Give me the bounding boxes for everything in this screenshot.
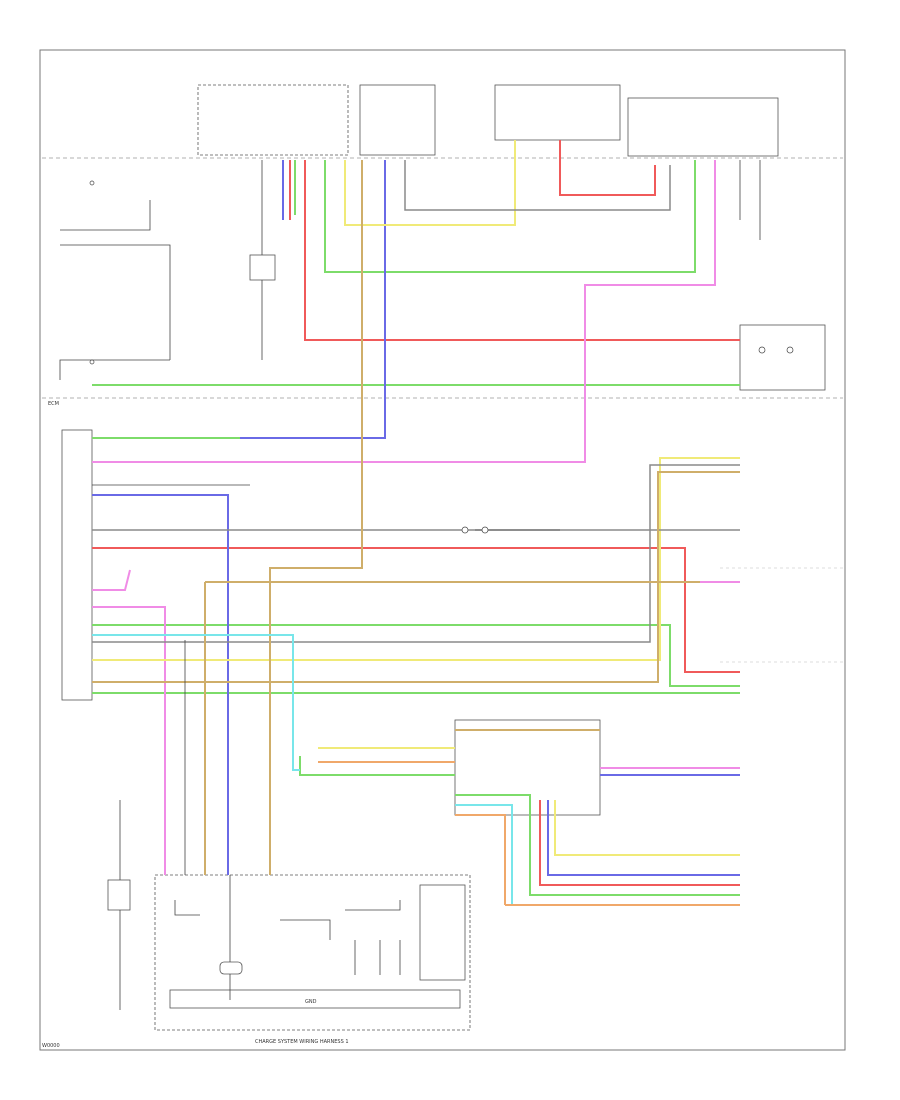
wire-group	[92, 140, 740, 906]
wire-red-4	[92, 547, 740, 673]
ecu-label: ECM	[48, 401, 59, 407]
wire-red-2	[304, 160, 740, 341]
left-sensor	[107, 879, 131, 911]
sensor-wire-3	[59, 359, 170, 380]
ecu-relay-block	[627, 97, 779, 157]
wire-pink-5	[92, 569, 131, 591]
control-switch-box	[739, 324, 826, 391]
bottom-caption: CHARGE SYSTEM WIRING HARNESS 1	[255, 1039, 349, 1045]
ground-bar	[169, 989, 461, 1009]
wire-blue-2	[240, 160, 386, 439]
wire-cyan-1	[92, 634, 300, 771]
wire-blue-4	[547, 800, 740, 876]
node	[461, 526, 469, 534]
wire-pink-1	[92, 160, 716, 463]
ecm-connector	[61, 429, 93, 701]
wire-red-3	[559, 140, 656, 196]
wire-blue-3	[92, 494, 229, 875]
wire-orange-1	[455, 814, 506, 905]
wire-green-8	[455, 794, 740, 896]
node	[89, 180, 95, 186]
diagram-frame	[39, 49, 846, 1051]
node	[89, 359, 95, 365]
wire-yellow-4	[554, 800, 740, 856]
footer-code: W0000	[42, 1043, 60, 1049]
wire-yellow-1	[344, 140, 516, 226]
fuse-block-mid	[359, 84, 436, 156]
junction-block	[454, 719, 601, 816]
sensor-wire-2	[60, 244, 171, 360]
wire-tan-1	[269, 160, 363, 875]
wire-yellow-2	[92, 457, 740, 661]
node-group	[89, 180, 794, 534]
wire-green-7	[299, 756, 455, 776]
fuse-block-left	[197, 84, 349, 156]
switch-box-top	[249, 254, 276, 281]
motor-element	[219, 961, 243, 975]
relay-block	[494, 84, 621, 141]
wire-red-5	[539, 800, 740, 886]
sensor-wire-1	[60, 200, 151, 231]
bottom-wire-1	[174, 900, 200, 916]
node	[786, 346, 794, 354]
bottom-wire-4	[280, 919, 331, 940]
wire-gray-1	[404, 160, 671, 211]
wire-gray-2	[92, 464, 740, 643]
plain-wire-group	[59, 160, 761, 1010]
wire-green-2	[324, 160, 696, 273]
wire-tan-2	[92, 471, 740, 683]
wire-pink-2	[92, 606, 166, 875]
wire-green-6	[92, 624, 740, 687]
bottom-wire-8	[345, 900, 401, 911]
bottom-module	[419, 884, 466, 981]
node	[758, 346, 766, 354]
ground-label: GND	[305, 999, 317, 1005]
node	[481, 526, 489, 534]
